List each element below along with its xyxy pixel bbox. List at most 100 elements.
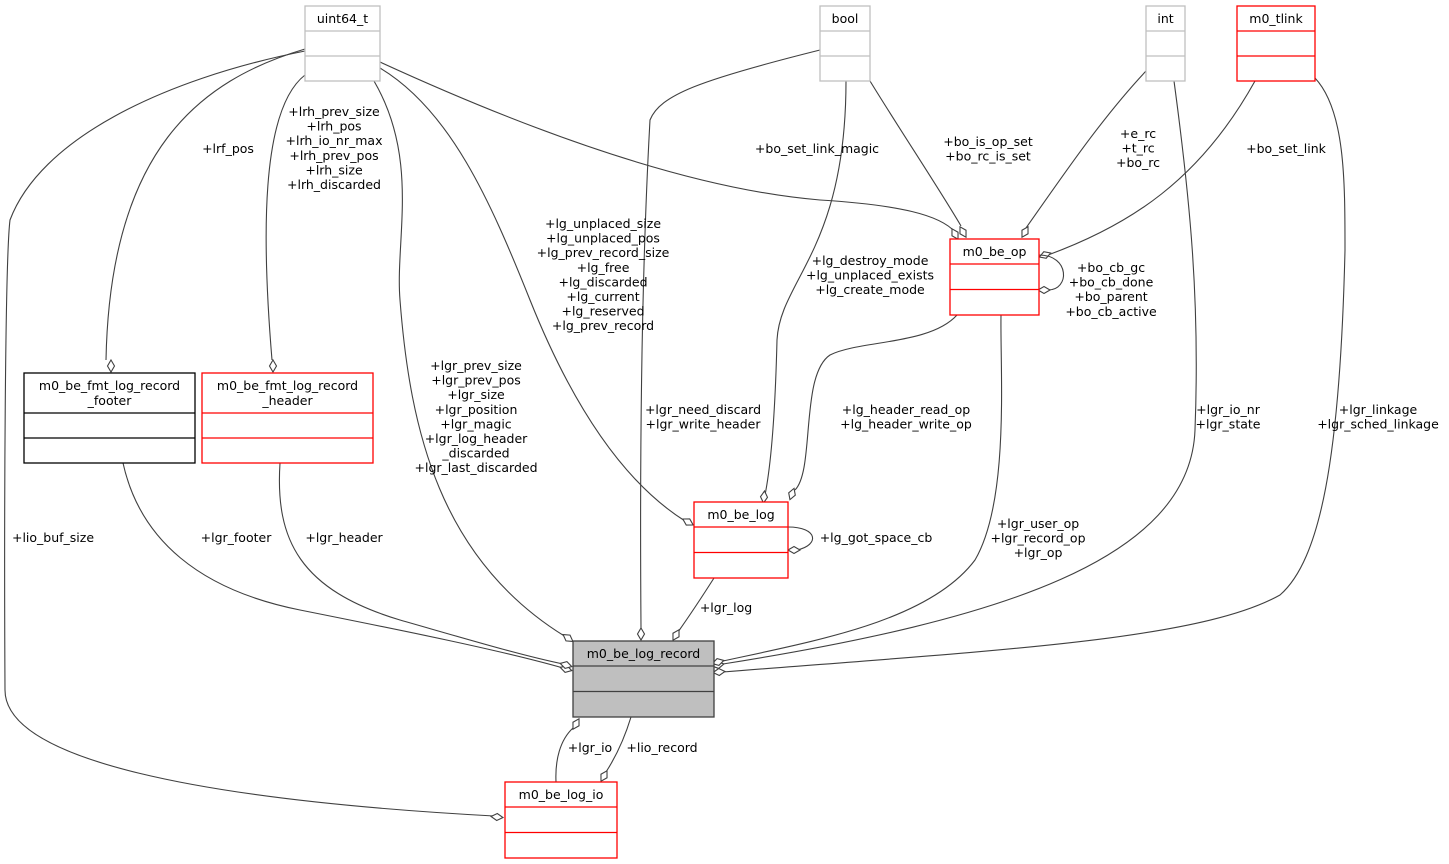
aggregation-diamond-icon — [572, 717, 580, 731]
class-name: _footer — [87, 393, 133, 408]
member-label: +lg_destroy_mode — [812, 253, 929, 268]
member-label: +lg_unplaced_exists — [806, 268, 934, 283]
edge-line — [122, 462, 564, 669]
member-label: +lio_buf_size — [12, 530, 94, 545]
class-name: m0_be_fmt_log_record — [217, 378, 358, 393]
class-box — [949, 238, 1040, 316]
member-label: +lgr_state — [1196, 417, 1261, 432]
aggregation-diamond-icon — [636, 626, 646, 642]
edge-label-bo-bool: +bo_is_op_set+bo_rc_is_set — [943, 134, 1033, 164]
edge-line — [379, 61, 956, 233]
edge-line — [555, 727, 574, 783]
class-node-int[interactable]: int — [1145, 5, 1186, 82]
class-node-m0-be-fmt-log-record-footer[interactable]: m0_be_fmt_log_record_footer — [23, 372, 196, 464]
edge-line — [278, 462, 564, 665]
class-node-uint64-t[interactable]: uint64_t — [304, 5, 381, 82]
class-box — [1236, 5, 1316, 82]
member-label: +lrh_prev_size — [288, 104, 380, 119]
class-node-m0-tlink[interactable]: m0_tlink — [1236, 5, 1316, 82]
edge-lg-self — [786, 526, 814, 555]
class-node-m0-be-fmt-log-record-header[interactable]: m0_be_fmt_log_record_header — [201, 372, 374, 464]
edge-line — [605, 716, 632, 773]
member-label: +lgr_prev_pos — [431, 373, 521, 388]
member-label: +lrf_pos — [202, 141, 254, 156]
member-label: +lgr_magic — [440, 416, 512, 431]
member-label: +lgr_prev_size — [430, 358, 522, 373]
class-name: m0_be_op — [963, 244, 1027, 259]
aggregation-diamond-icon — [106, 358, 116, 374]
class-node-m0-be-log-io[interactable]: m0_be_log_io — [504, 781, 618, 859]
member-label: +bo_parent — [1074, 289, 1147, 304]
aggregation-diamond-icon — [489, 812, 505, 822]
member-label: +bo_cb_done — [1069, 275, 1154, 290]
aggregation-diamond-icon — [672, 628, 680, 642]
member-label: +lg_prev_record — [552, 318, 654, 333]
labels-layer: +lrf_pos +lrh_prev_size+lrh_pos+lrh_io_nr… — [12, 104, 1439, 755]
edge-label-lgr-tlink: +lgr_linkage+lgr_sched_linkage — [1317, 402, 1439, 432]
edge-lio-record — [600, 716, 632, 783]
class-node-m0-be-log[interactable]: m0_be_log — [693, 501, 789, 579]
class-node-m0-be-log-record[interactable]: m0_be_log_record — [572, 640, 715, 718]
edge-label-lrh: +lrh_prev_size+lrh_pos+lrh_io_nr_max+lrh… — [286, 104, 383, 192]
edge-lg-op — [788, 314, 958, 501]
member-label: +lg_prev_record_size — [537, 245, 670, 260]
member-label: +bo_rc_is_set — [945, 149, 1031, 164]
member-label: +lgr_position — [435, 402, 518, 417]
member-label: +lgr_footer — [201, 530, 273, 545]
edge-label-lgr-op: +lgr_user_op+lgr_record_op+lgr_op — [990, 516, 1085, 560]
class-box — [572, 640, 715, 718]
member-label: +bo_rc — [1116, 155, 1160, 170]
member-label: +lgr_size — [447, 387, 505, 402]
edge-label-lrf: +lrf_pos — [202, 141, 254, 156]
edge-lrf — [105, 48, 306, 374]
member-label: +lg_got_space_cb — [820, 530, 933, 545]
edge-line — [373, 80, 567, 638]
class-name: _header — [261, 393, 313, 408]
edge-lgr-bool — [636, 49, 821, 642]
edge-line — [1047, 80, 1256, 256]
edge-line — [640, 49, 821, 629]
class-name: m0_be_fmt_log_record — [39, 378, 180, 393]
aggregation-diamond-icon — [788, 487, 796, 501]
class-box — [693, 501, 789, 579]
edge-label-lgr-bool: +lgr_need_discard+lgr_write_header — [645, 402, 761, 432]
edge-label-lg-op: +lg_header_read_op+lg_header_write_op — [840, 402, 972, 432]
member-label: +lrh_pos — [306, 119, 361, 134]
class-node-bool[interactable]: bool — [819, 5, 871, 82]
edge-lgr-u64 — [373, 80, 574, 643]
class-node-m0-be-op[interactable]: m0_be_op — [949, 238, 1040, 316]
edge-label-lg-self: +lg_got_space_cb — [820, 530, 933, 545]
edge-lgr-op — [711, 314, 1003, 666]
member-label: +e_rc — [1120, 126, 1156, 141]
class-box — [201, 372, 374, 464]
class-name: m0_be_log — [707, 507, 774, 522]
member-label: +lg_unplaced_pos — [546, 231, 660, 246]
class-box — [504, 781, 618, 859]
member-label: +lg_create_mode — [815, 282, 925, 297]
edge-line — [787, 526, 814, 551]
member-label: +lgr_write_header — [646, 417, 762, 432]
edge-label-bo-tlink: +bo_set_link — [1246, 141, 1327, 156]
edge-line — [677, 577, 715, 633]
edge-line — [265, 74, 306, 361]
edge-bo-u64 — [379, 61, 959, 241]
edge-lgr-header — [278, 462, 573, 669]
member-label: +lio_record — [626, 740, 697, 755]
aggregation-diamond-icon — [959, 225, 967, 239]
edge-line — [1025, 70, 1147, 229]
edge-label-bo-int: +e_rc+t_rc+bo_rc — [1116, 126, 1160, 170]
aggregation-diamond-icon — [786, 545, 802, 555]
edge-label-lgr-header: +lgr_header — [305, 530, 383, 545]
edge-label-lgr-int: +lgr_io_nr+lgr_state — [1196, 402, 1261, 432]
edge-label-lg-bool: +lg_destroy_mode+lg_unplaced_exists+lg_c… — [806, 253, 934, 297]
aggregation-diamond-icon — [559, 661, 573, 669]
member-label: +lrh_io_nr_max — [286, 133, 383, 148]
class-box — [23, 372, 196, 464]
member-label: +lg_discarded — [558, 274, 647, 289]
edge-label-lio-record: +lio_record — [626, 740, 697, 755]
member-label: +bo_cb_active — [1065, 304, 1157, 319]
edge-bo-bool — [869, 80, 967, 239]
member-label: +lg_current — [566, 289, 639, 304]
member-label: +lg_reserved — [561, 304, 644, 319]
